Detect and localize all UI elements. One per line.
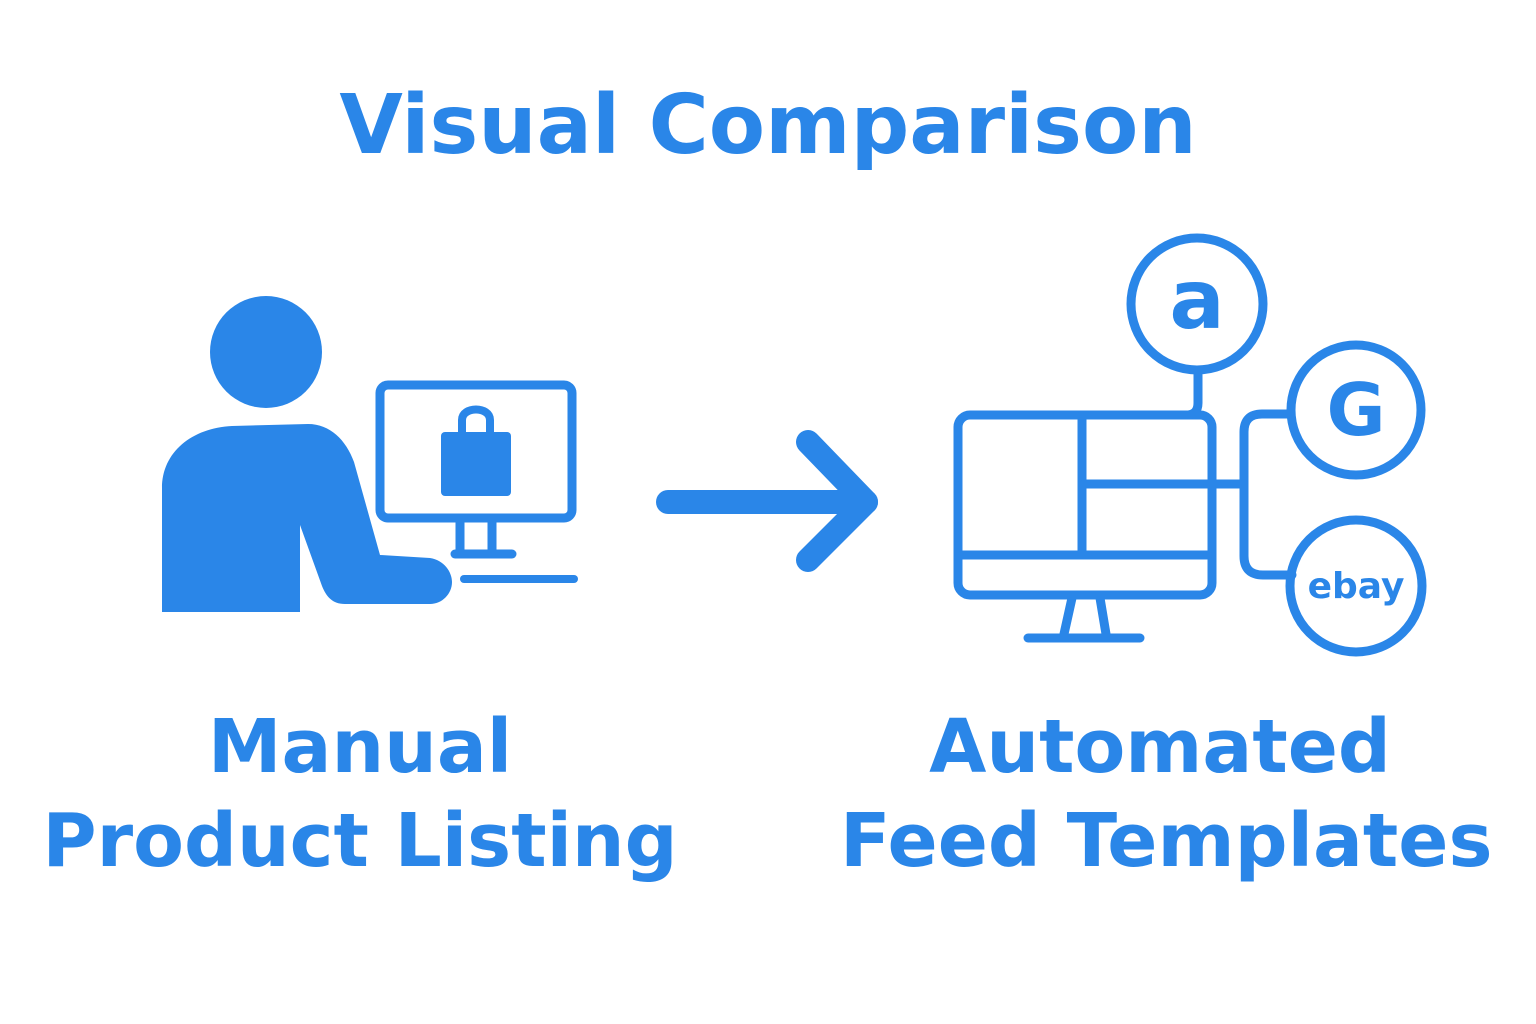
manual-label-line2: Product Listing (42, 798, 678, 884)
monitor-icon (375, 380, 577, 559)
right-arrow-icon (656, 430, 878, 572)
ebay-logo-icon: ebay (1285, 515, 1427, 657)
amazon-logo-text: a (1169, 253, 1224, 348)
amazon-logo-icon: a (1126, 233, 1268, 375)
manual-label-line1: Manual (207, 704, 513, 790)
manual-listing-illustration (162, 296, 578, 612)
manual-listing-label: Manual Product Listing (40, 700, 680, 888)
shopping-bag-icon (441, 405, 511, 496)
person-icon (162, 296, 452, 612)
google-logo-text: G (1326, 368, 1385, 452)
page-title: Visual Comparison (339, 78, 1197, 173)
ebay-logo-text: ebay (1308, 566, 1405, 607)
automated-label-line2: Feed Templates (840, 798, 1493, 884)
google-logo-icon: G (1286, 340, 1426, 480)
automated-label-line1: Automated (929, 704, 1391, 790)
monitor-icon (953, 410, 1249, 643)
connector-lines (1077, 367, 1297, 580)
automated-feed-label: Automated Feed Templates (840, 700, 1493, 888)
automated-feed-illustration: a G ebay (953, 233, 1427, 657)
